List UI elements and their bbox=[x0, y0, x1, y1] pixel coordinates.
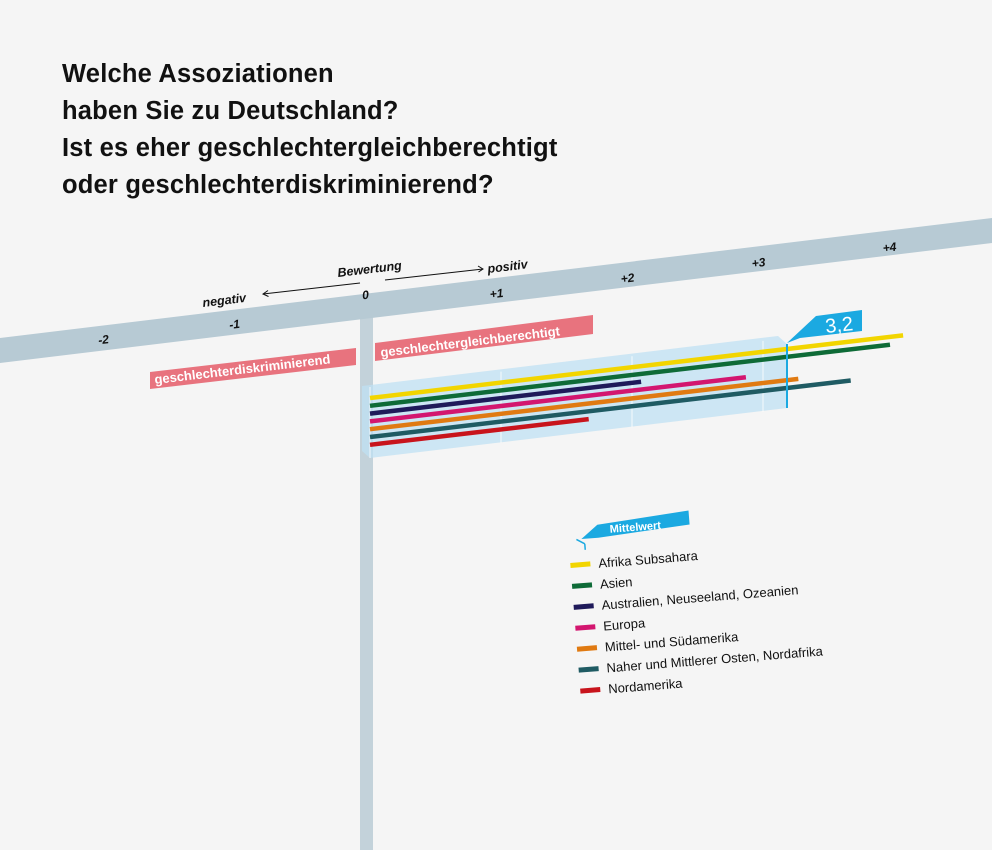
axis-tick-label: 0 bbox=[361, 288, 370, 303]
legend-item: Europa bbox=[575, 615, 647, 634]
legend-label: Afrika Subsahara bbox=[598, 548, 699, 571]
legend-label: Europa bbox=[603, 615, 647, 633]
legend-swatch bbox=[576, 645, 598, 652]
positive-side-label: geschlechtergleichberechtigt bbox=[375, 315, 593, 361]
legend-swatch bbox=[580, 687, 601, 694]
svg-text:Mittelwert: Mittelwert bbox=[609, 520, 661, 536]
legend-item: Afrika Subsahara bbox=[570, 548, 699, 571]
legend-label: Asien bbox=[599, 574, 633, 592]
legend-item: Nordamerika bbox=[580, 676, 684, 697]
bar bbox=[369, 379, 642, 416]
legend-swatch bbox=[570, 561, 591, 568]
axis-tick-label: +4 bbox=[882, 240, 898, 256]
bar bbox=[369, 333, 904, 401]
negative-side-label: geschlechterdiskriminierend bbox=[150, 348, 356, 389]
title-line: Ist es eher geschlechtergleichberechtigt bbox=[62, 134, 558, 162]
title-line: oder geschlechterdiskriminierend? bbox=[62, 171, 494, 199]
axis-tick-label: -2 bbox=[97, 332, 110, 347]
mean-value-flag: 3,2 bbox=[787, 310, 862, 343]
legend-mean-item: Mittelwert bbox=[576, 510, 690, 550]
legend-swatch bbox=[571, 582, 593, 589]
bar bbox=[369, 416, 589, 448]
axis-tick-label: -1 bbox=[228, 317, 241, 332]
positive-label: positiv bbox=[486, 257, 530, 276]
title-line: Welche Assoziationen bbox=[62, 60, 334, 88]
bar bbox=[369, 378, 851, 440]
bar bbox=[369, 342, 891, 409]
legend-swatch bbox=[573, 603, 594, 610]
svg-text:geschlechterdiskriminierend: geschlechterdiskriminierend bbox=[154, 351, 332, 387]
legend: Mittelwert Afrika SubsaharaAsienAustrali… bbox=[570, 510, 824, 697]
axis-tick-label: +1 bbox=[489, 286, 505, 302]
bar bbox=[369, 376, 799, 432]
legend-label: Nordamerika bbox=[608, 676, 684, 697]
svg-text:geschlechtergleichberechtigt: geschlechtergleichberechtigt bbox=[380, 323, 562, 360]
negative-label: negativ bbox=[202, 291, 248, 310]
legend-swatch bbox=[575, 624, 596, 631]
title-line: haben Sie zu Deutschland? bbox=[62, 97, 399, 125]
legend-item: Asien bbox=[571, 574, 633, 592]
positive-arrow bbox=[384, 265, 484, 281]
svg-text:3,2: 3,2 bbox=[824, 313, 854, 338]
axis-label: Bewertung bbox=[337, 258, 403, 280]
axis-tick-label: +3 bbox=[751, 255, 767, 271]
bar bbox=[369, 374, 747, 424]
negative-arrow bbox=[261, 282, 361, 297]
legend-swatch bbox=[578, 666, 599, 673]
axis-tick-label: +2 bbox=[620, 270, 636, 286]
axis-band bbox=[0, 218, 992, 363]
chart-title: Welche Assoziationen haben Sie zu Deutsc… bbox=[62, 56, 558, 204]
